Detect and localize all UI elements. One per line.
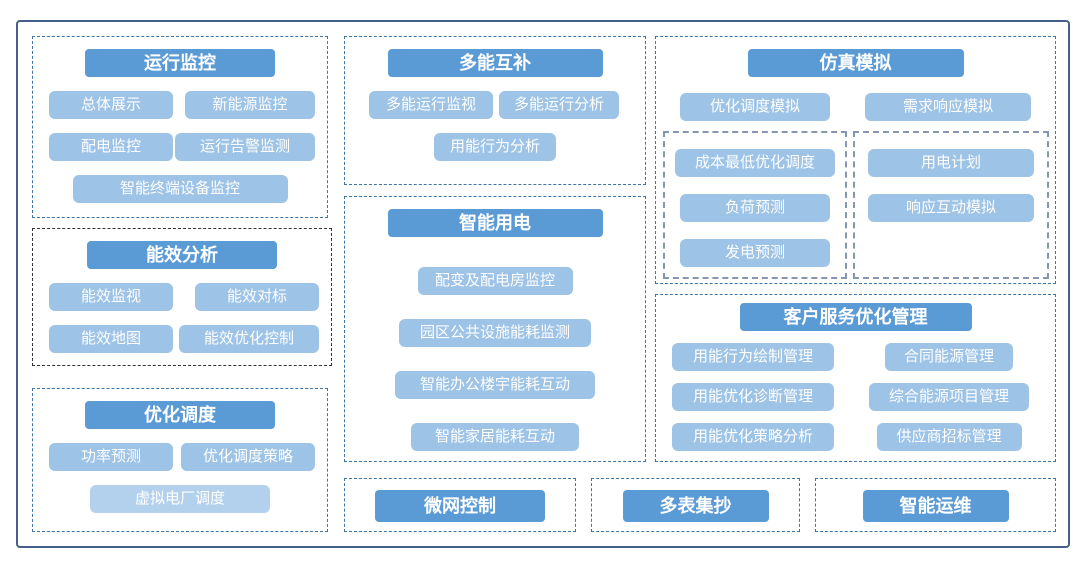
module-smart-home-energy-interaction: 智能家居能耗互动 (411, 423, 579, 451)
row: 用能行为绘制管理 合同能源管理 (656, 343, 1055, 371)
row: 总体展示 新能源监控 (33, 91, 327, 119)
module-smart-office-building-energy-interaction: 智能办公楼宇能耗互动 (395, 371, 595, 399)
module-energy-efficiency-benchmarking: 能效对标 (195, 283, 319, 311)
module-new-energy-monitoring: 新能源监控 (185, 91, 315, 119)
module-park-public-facility-energy-monitoring: 园区公共设施能耗监测 (399, 319, 591, 347)
module-energy-behavior-mapping-management: 用能行为绘制管理 (672, 343, 834, 371)
row: 虚拟电厂调度 (33, 485, 327, 513)
module-load-forecast: 负荷预测 (680, 194, 830, 222)
module-power-forecast: 功率预测 (49, 443, 173, 471)
module-integrated-energy-project-management: 综合能源项目管理 (869, 383, 1029, 411)
row: 配电监控 运行告警监测 (33, 133, 327, 161)
group-title-simulation: 仿真模拟 (747, 49, 964, 77)
row: 能效监视 能效对标 (33, 283, 331, 311)
row: 用能行为分析 (345, 133, 645, 161)
module-energy-optimization-diagnosis-management: 用能优化诊断管理 (672, 383, 834, 411)
module-lowest-cost-optimal-dispatch: 成本最低优化调度 (675, 149, 835, 177)
module-overall-display: 总体展示 (49, 91, 173, 119)
group-microgrid-control: 微网控制 (344, 478, 576, 532)
row: 用能优化诊断管理 综合能源项目管理 (656, 383, 1055, 411)
module-power-distribution-monitoring: 配电监控 (49, 133, 173, 161)
group-title-smart-operation-maintenance: 智能运维 (862, 490, 1009, 522)
group-multi-meter-reading: 多表集抄 (591, 478, 800, 532)
module-demand-response-simulation: 需求响应模拟 (865, 93, 1031, 121)
module-power-use-plan: 用电计划 (868, 149, 1034, 177)
group-title-smart-power-use: 智能用电 (387, 209, 603, 237)
column: 成本最低优化调度 负荷预测 发电预测 (665, 133, 845, 284)
module-contract-energy-management: 合同能源管理 (885, 343, 1013, 371)
group-title-multi-energy-complementary: 多能互补 (387, 49, 603, 77)
module-transformer-and-distribution-room-monitoring: 配变及配电房监控 (417, 267, 573, 295)
group-smart-operation-maintenance: 智能运维 (815, 478, 1056, 532)
column: 用电计划 响应互动模拟 (855, 133, 1047, 239)
row: 优化调度模拟 需求响应模拟 (656, 93, 1055, 121)
group-title-energy-efficiency-analysis: 能效分析 (87, 241, 277, 269)
module-response-interaction-simulation: 响应互动模拟 (868, 194, 1034, 222)
module-operation-alarm-monitoring: 运行告警监测 (175, 133, 315, 161)
outer-frame (16, 20, 1070, 548)
group-simulation: 仿真模拟 优化调度模拟 需求响应模拟 成本最低优化调度 负荷预测 发电预测 用电… (655, 36, 1056, 284)
group-optimization-dispatch: 优化调度 功率预测 优化调度策略 虚拟电厂调度 (32, 388, 328, 532)
group-title-operation-monitoring: 运行监控 (85, 49, 275, 77)
module-virtual-power-plant-dispatch: 虚拟电厂调度 (90, 485, 270, 513)
module-multi-energy-operation-monitoring: 多能运行监视 (369, 91, 493, 119)
group-smart-power-use: 智能用电 配变及配电房监控 园区公共设施能耗监测 智能办公楼宇能耗互动 智能家居… (344, 196, 646, 462)
module-energy-optimization-strategy-analysis: 用能优化策略分析 (672, 423, 834, 451)
sub-box-response-plan: 用电计划 响应互动模拟 (853, 131, 1049, 279)
module-dispatch-strategy: 优化调度策略 (181, 443, 315, 471)
row: 多能运行监视 多能运行分析 (345, 91, 645, 119)
module-energy-use-behavior-analysis: 用能行为分析 (434, 133, 556, 161)
group-energy-efficiency-analysis: 能效分析 能效监视 能效对标 能效地图 能效优化控制 (32, 228, 332, 366)
group-title-microgrid-control: 微网控制 (375, 490, 545, 522)
module-supplier-bidding-management: 供应商招标管理 (876, 423, 1022, 451)
module-energy-efficiency-map: 能效地图 (49, 325, 173, 353)
module-energy-efficiency-monitoring: 能效监视 (49, 283, 173, 311)
group-customer-service-optimization: 客户服务优化管理 用能行为绘制管理 合同能源管理 用能优化诊断管理 综合能源项目… (655, 294, 1056, 462)
module-smart-terminal-device-monitoring: 智能终端设备监控 (72, 175, 288, 203)
row: 能效地图 能效优化控制 (33, 325, 331, 353)
module-generation-forecast: 发电预测 (680, 239, 830, 267)
row: 功率预测 优化调度策略 (33, 443, 327, 471)
module-energy-efficiency-optimization-control: 能效优化控制 (179, 325, 319, 353)
group-title-customer-service-optimization: 客户服务优化管理 (739, 303, 972, 331)
group-title-multi-meter-reading: 多表集抄 (622, 490, 769, 522)
module-dispatch-simulation: 优化调度模拟 (680, 93, 830, 121)
sub-box-dispatch-forecast: 成本最低优化调度 负荷预测 发电预测 (663, 131, 847, 279)
group-title-optimization-dispatch: 优化调度 (85, 401, 275, 429)
group-operation-monitoring: 运行监控 总体展示 新能源监控 配电监控 运行告警监测 智能终端设备监控 (32, 36, 328, 218)
row: 用能优化策略分析 供应商招标管理 (656, 423, 1055, 451)
group-multi-energy-complementary: 多能互补 多能运行监视 多能运行分析 用能行为分析 (344, 36, 646, 185)
module-multi-energy-operation-analysis: 多能运行分析 (499, 91, 619, 119)
row: 智能终端设备监控 (33, 175, 327, 203)
